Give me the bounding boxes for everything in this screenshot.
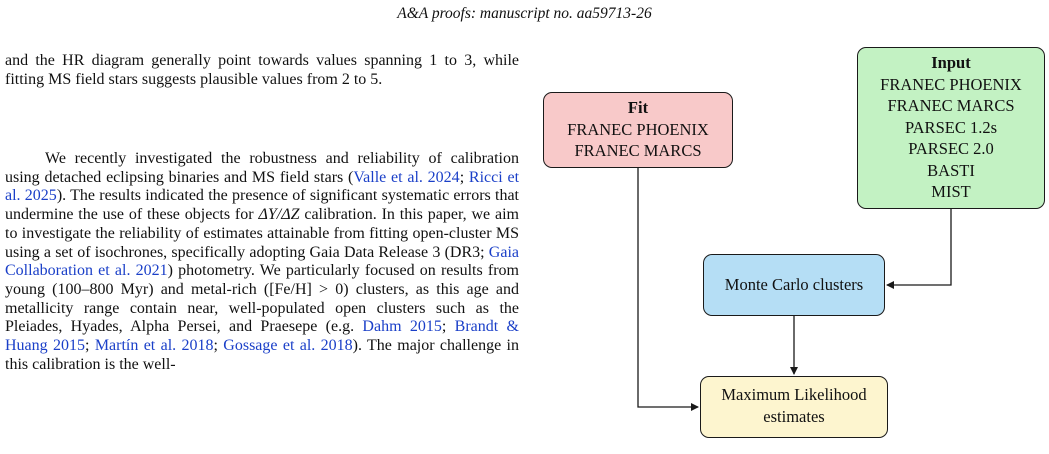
input-box: Input FRANEC PHOENIX FRANEC MARCS PARSEC… [857,47,1045,209]
input-model: MIST [931,182,971,201]
arrow-input-to-monte-carlo [886,209,952,289]
text-run: ; [85,337,95,355]
input-title: Input [931,53,971,72]
citation-link[interactable]: Brandt & Huang 2015 [5,318,520,355]
text-run: ). The major challenge in this calibrati… [5,337,520,373]
fit-model: FRANEC MARCS [574,141,702,160]
fit-title: Fit [627,98,649,117]
text-run: We recently investigated the robustness … [5,150,519,186]
text-run: ) photometry. We particularly focused on… [5,262,520,336]
input-model: PARSEC 2.0 [908,139,994,158]
input-model: PARSEC 1.2s [904,117,997,137]
paragraph-calibration: We recently investigated the robustness … [5,150,519,374]
text-run: ; [459,168,469,186]
monte-carlo-box: Monte Carlo clusters [703,254,885,316]
citation-link[interactable]: Gaia Collaboration et al. 2021 [5,243,519,280]
citation-link[interactable]: Dahm 2015 [362,318,442,336]
citation-link[interactable]: Valle et al. 2024 [353,168,460,186]
max-likelihood-line: estimates [763,406,825,426]
input-model: BASTI [927,160,975,180]
max-likelihood-box: Maximum Likelihood estimates [700,376,888,438]
fit-model: FRANEC PHOENIX [567,119,709,139]
math-delta-y-delta-z: ΔY/ΔZ [258,206,300,224]
input-model: FRANEC PHOENIX [880,74,1022,94]
text-run: ; [213,337,224,355]
citation-link[interactable]: Martín et al. 2018 [94,337,214,355]
input-model: FRANEC MARCS [887,96,1015,115]
text-run: calibration. In this paper, we aim to in… [5,206,519,261]
citation-link[interactable]: Gossage et al. 2018 [223,337,353,355]
max-likelihood-line: Maximum Likelihood [721,385,867,404]
fit-box: Fit FRANEC PHOENIX FRANEC MARCS [543,92,733,168]
text-run: ; [441,318,455,336]
paragraph-intro-end: and the HR diagram generally point towar… [5,52,519,88]
citation-link[interactable]: Ricci et al. 2025 [5,168,520,205]
arrow-fit-to-estimates [637,168,699,411]
text-run: ). The results indicated the presence of… [5,187,520,224]
running-header: A&A proofs: manuscript no. aa59713-26 [397,5,652,22]
monte-carlo-label: Monte Carlo clusters [724,275,864,294]
